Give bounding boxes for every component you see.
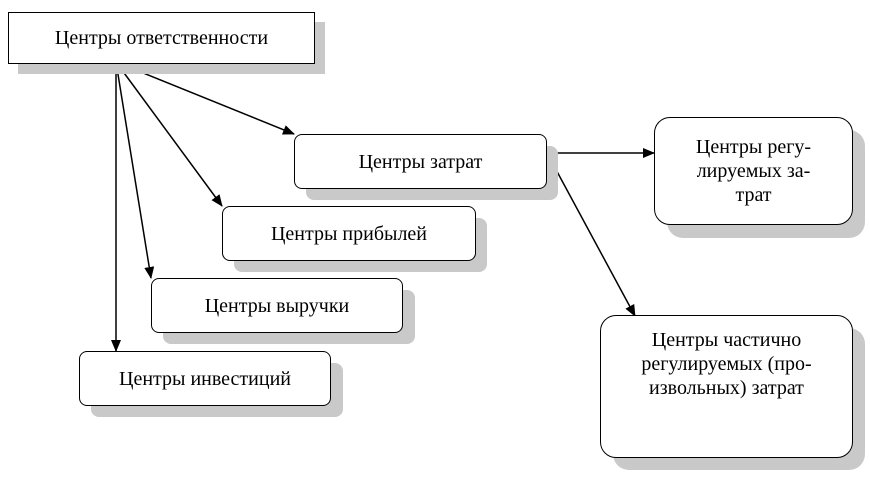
arrow-root-to-profit [115, 61, 223, 207]
regulated-costs-node-label: Центры регу- лируемых за- трат [695, 136, 812, 206]
root-node-label: Центры ответственности [54, 27, 269, 49]
revenue-node-label: Центры выручки [204, 294, 350, 317]
partial-costs-node: Центры частично регулируемых (про- извол… [600, 315, 853, 458]
revenue-node: Центры выручки [151, 278, 403, 333]
costs-node-label: Центры затрат [358, 150, 483, 173]
arrow-costs-to-partial [546, 152, 636, 317]
costs-node: Центры затрат [294, 134, 547, 189]
arrow-root-to-revenue [115, 61, 155, 279]
profit-node: Центры прибылей [222, 206, 476, 261]
profit-node-label: Центры прибылей [270, 222, 428, 245]
investment-node-label: Центры инвестиций [119, 367, 291, 390]
investment-node: Центры инвестиций [79, 351, 331, 406]
root-node: Центры ответственности [8, 12, 315, 64]
arrow-root-to-costs [115, 61, 295, 135]
partial-costs-node-label: Центры частично регулируемых (про- извол… [641, 329, 812, 399]
regulated-costs-node: Центры регу- лируемых за- трат [654, 117, 853, 225]
